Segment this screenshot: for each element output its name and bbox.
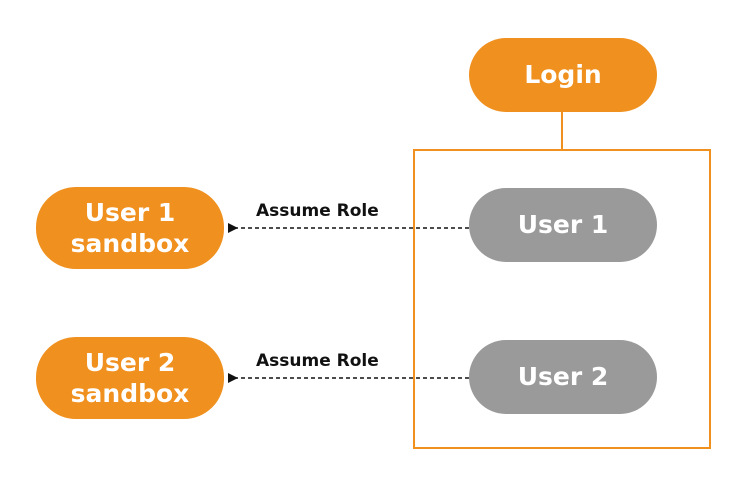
user1-node: User 1 [469, 188, 657, 262]
assume-role-label-2: Assume Role [256, 351, 379, 371]
assume-role-label-1: Assume Role [256, 201, 379, 221]
user1-sandbox-node: User 1 sandbox [36, 187, 224, 269]
user2-node: User 2 [469, 340, 657, 414]
user2-sandbox-node: User 2 sandbox [36, 337, 224, 419]
login-node: Login [469, 38, 657, 112]
